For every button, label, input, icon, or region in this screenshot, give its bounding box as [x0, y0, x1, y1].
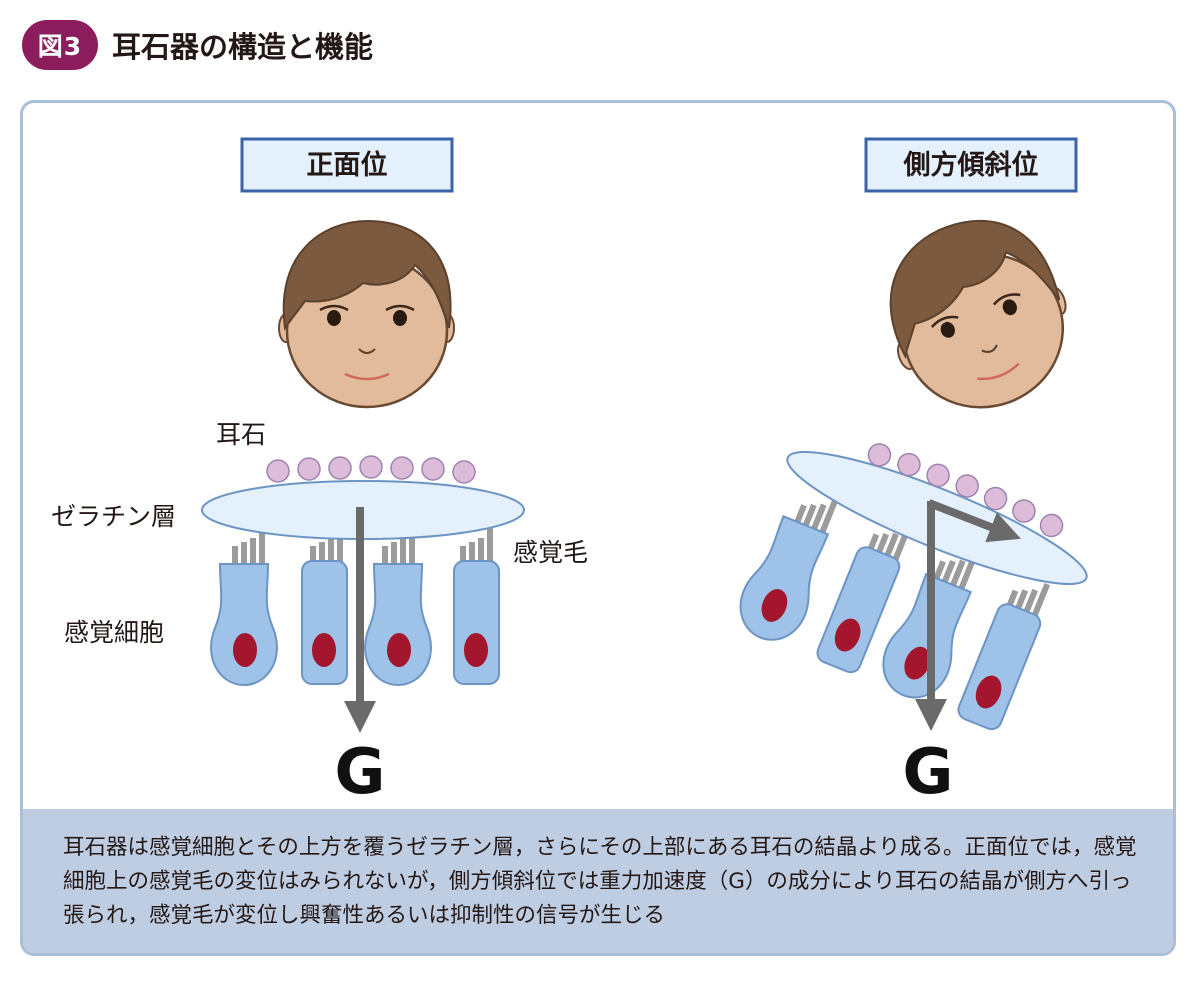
force-label-upright: G: [335, 735, 386, 808]
sensory-cells-upright: [210, 560, 500, 687]
otoliths-tilted: [867, 443, 1064, 538]
label-otolith: 耳石: [216, 420, 266, 449]
label-hair: 感覚毛: [513, 538, 588, 567]
otolith-diagram: 正面位 耳石 ゼラチン層 感覚毛 感覚細胞: [51, 137, 1088, 808]
caption-box: 耳石器は感覚細胞とその上方を覆うゼラチン層，さらにその上部にある耳石の結晶より成…: [23, 809, 1173, 953]
hair-bundles-tilted: [794, 497, 1051, 619]
right-title: 側方傾斜位: [903, 149, 1039, 181]
face-tilted: [889, 219, 1067, 409]
figure-title: 耳石器の構造と機能: [112, 30, 374, 64]
hair-bundles-upright: [232, 528, 493, 564]
label-cell: 感覚細胞: [64, 618, 164, 647]
gelatin-layer-tilted: [786, 450, 1088, 586]
force-label-tilted: G: [903, 735, 954, 808]
left-title-box: 正面位: [240, 137, 454, 193]
caption-text: 耳石器は感覚細胞とその上方を覆うゼラチン層，さらにその上部にある耳石の結晶より成…: [63, 835, 1137, 928]
right-title-box: 側方傾斜位: [864, 137, 1078, 193]
figure-panel: 正面位 耳石 ゼラチン層 感覚毛 感覚細胞: [20, 100, 1176, 956]
figure-badge: 図3: [22, 20, 98, 70]
label-gelatin: ゼラチン層: [51, 502, 176, 531]
face-upright: [278, 219, 455, 409]
otoliths-upright: [266, 455, 476, 484]
tilted-assembly: [739, 443, 1088, 731]
lateral-component-arrow: [927, 499, 1021, 543]
figure-header: 図3 耳石器の構造と機能: [22, 16, 373, 74]
left-title: 正面位: [307, 149, 388, 181]
